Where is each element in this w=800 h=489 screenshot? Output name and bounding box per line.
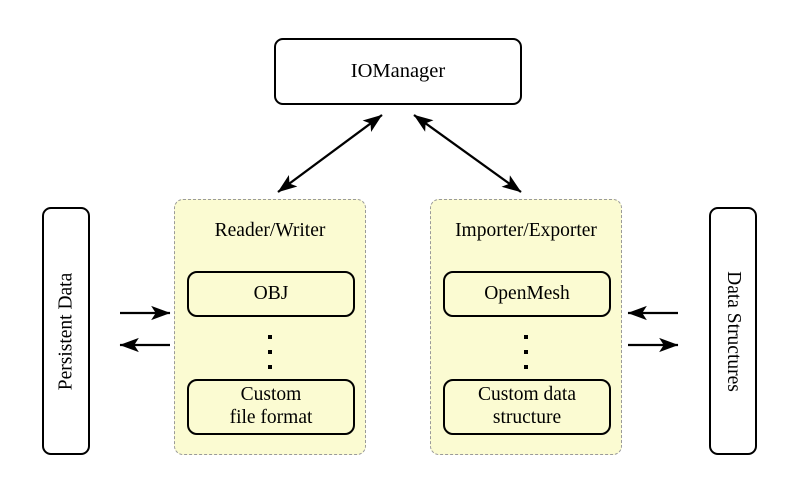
panel-reader-writer: Reader/Writer OBJ Custom file format [174,199,366,455]
persistent-data-label: Persistent Data [55,272,77,390]
box-openmesh-label: OpenMesh [484,282,570,304]
arrow-manager-reader-writer [277,114,383,193]
panel-importer-exporter: Importer/Exporter OpenMesh Custom data s… [430,199,622,455]
iomanager-box[interactable]: IOManager [274,38,522,105]
iomanager-label: IOManager [350,60,446,83]
box-obj[interactable]: OBJ [187,271,355,317]
box-custom-file-format-line1: Custom [240,384,302,406]
data-structures-box[interactable]: Data Structures [709,207,757,455]
arrow-manager-importer-exporter [413,114,522,193]
persistent-data-box[interactable]: Persistent Data [42,207,90,455]
box-custom-data-structure-line2: structure [492,407,562,428]
box-openmesh[interactable]: OpenMesh [443,271,611,317]
box-custom-data-structure[interactable]: Custom data structure [443,379,611,435]
box-obj-label: OBJ [253,282,289,304]
box-custom-data-structure-line1: Custom data [477,384,577,406]
data-structures-label: Data Structures [722,270,744,392]
box-custom-file-format-line2: file format [229,407,313,428]
panel-reader-writer-title: Reader/Writer [214,220,326,241]
box-custom-file-format[interactable]: Custom file format [187,379,355,435]
ellipsis-importer-exporter [524,335,528,369]
panel-importer-exporter-title: Importer/Exporter [455,220,597,241]
ellipsis-reader-writer [268,335,272,369]
